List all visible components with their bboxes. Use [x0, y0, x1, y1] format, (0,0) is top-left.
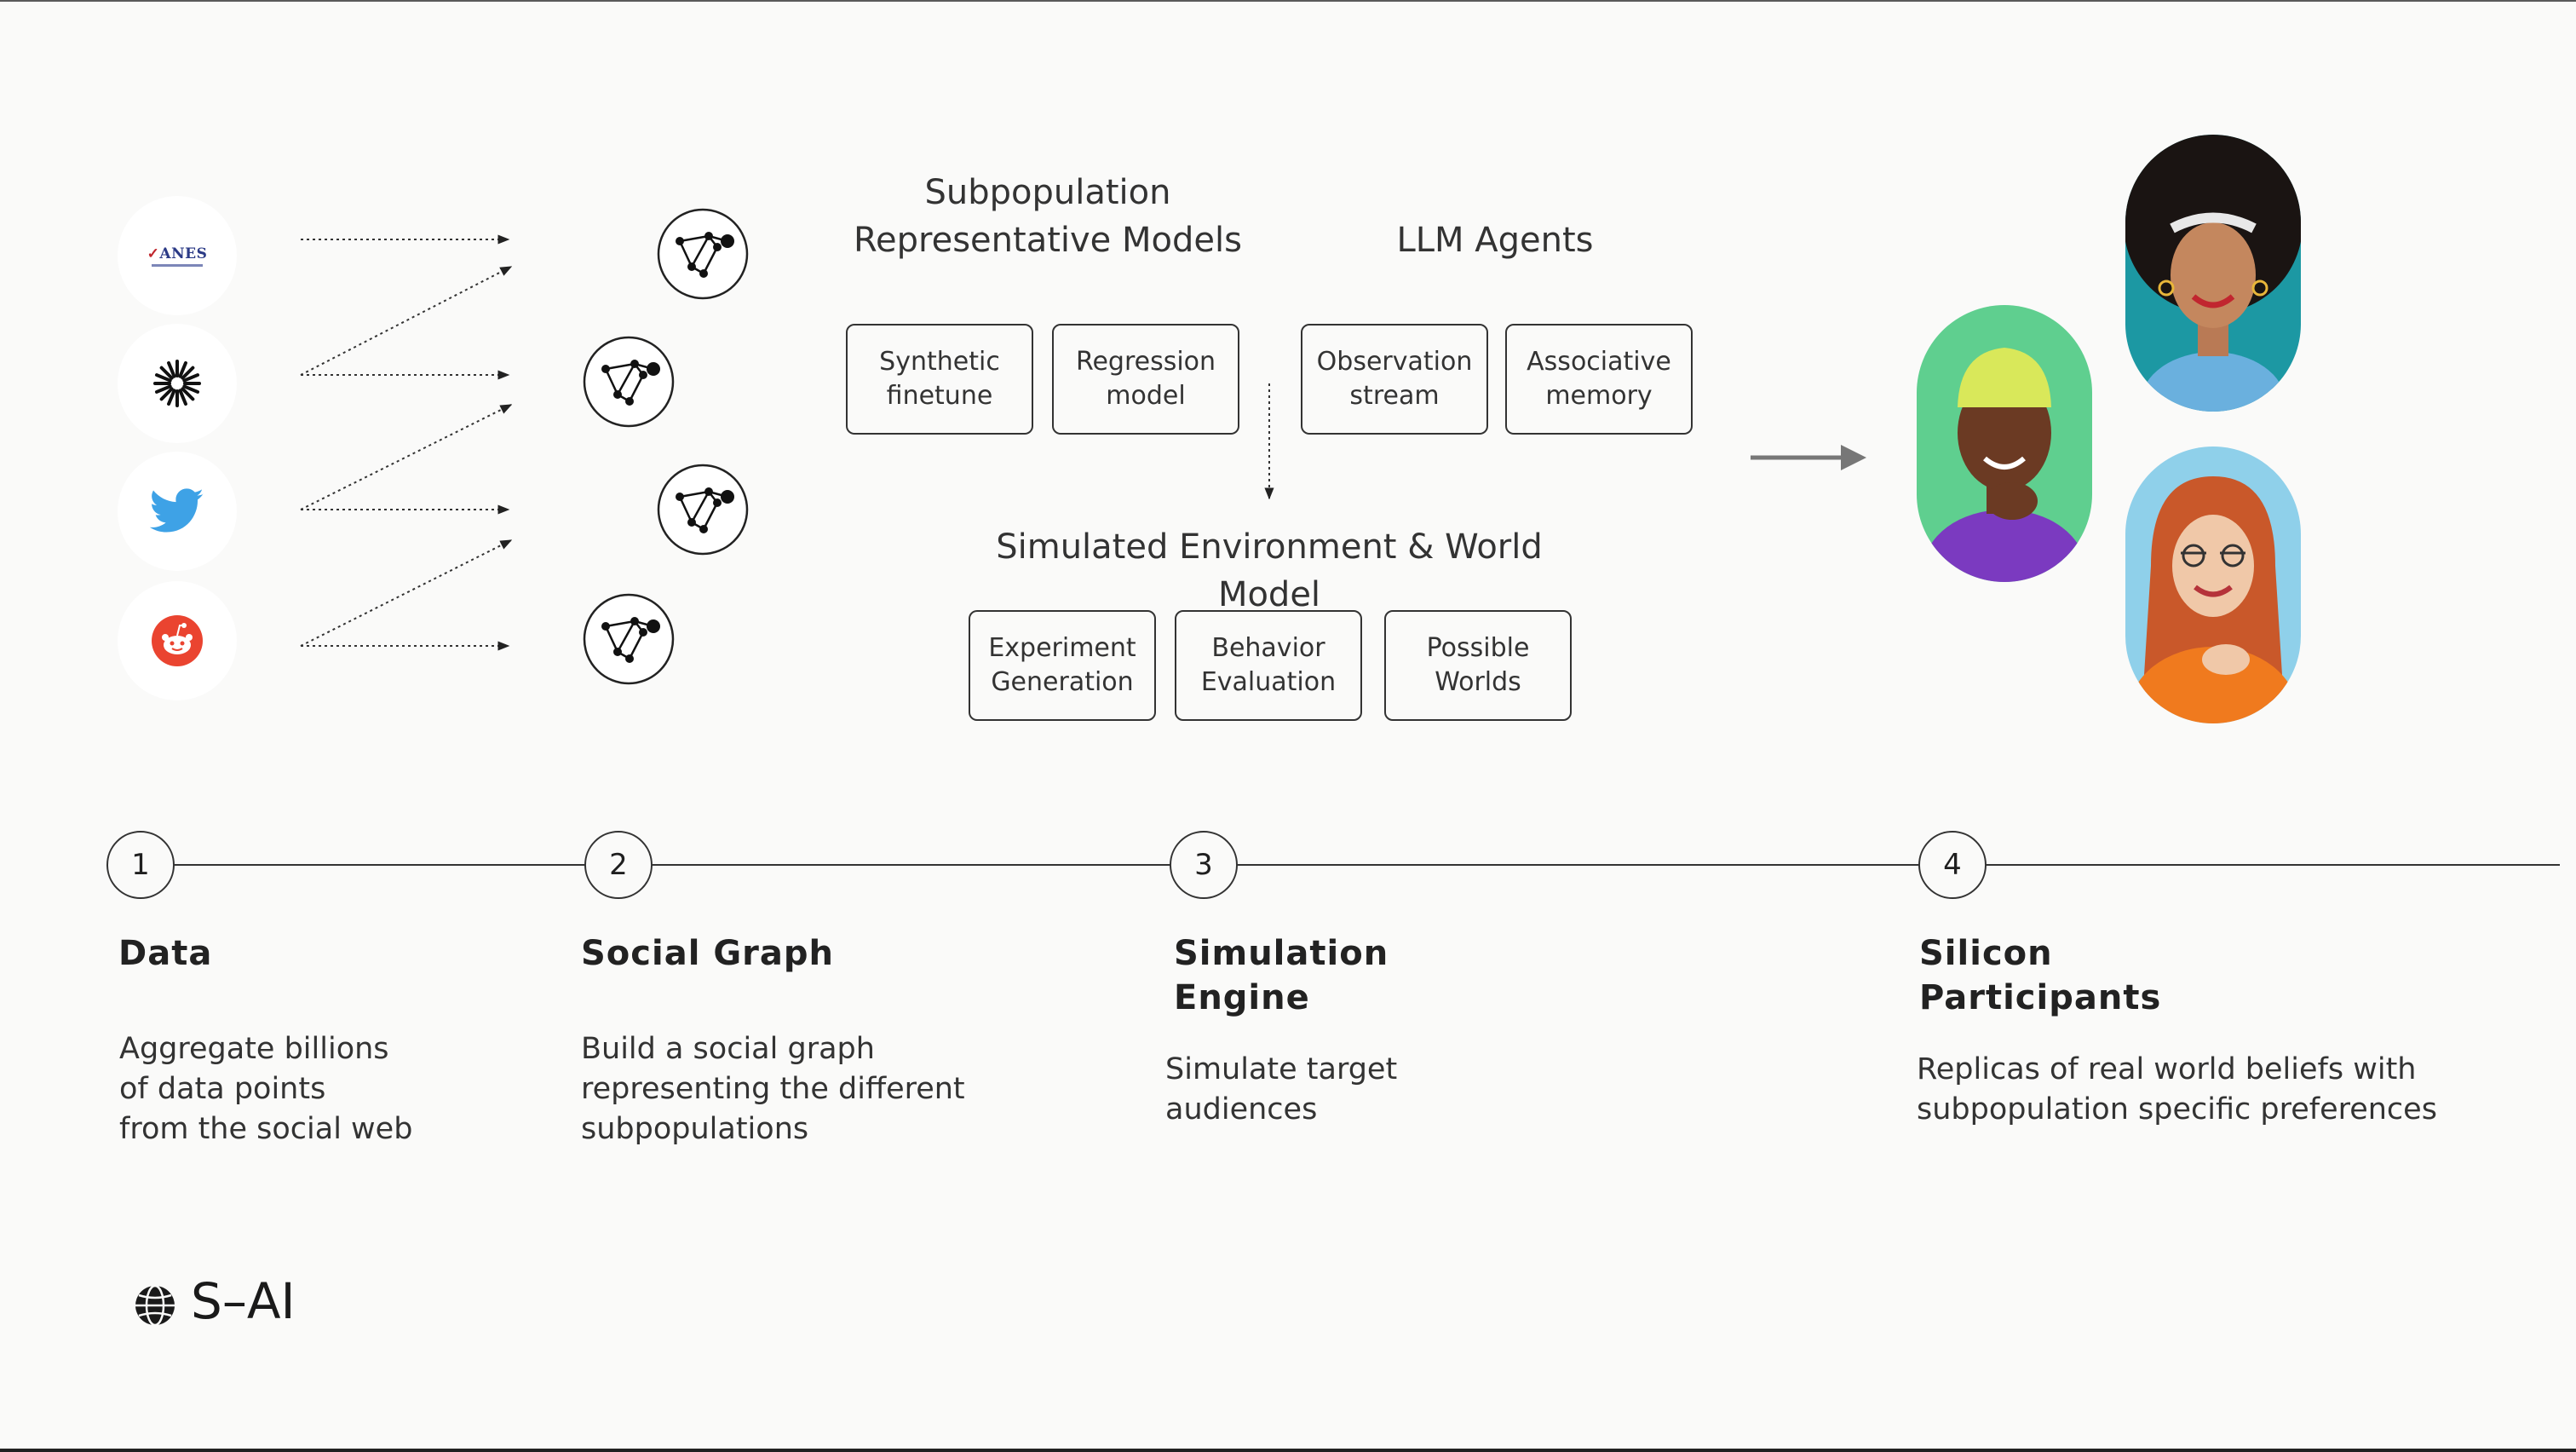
sunburst-icon — [118, 324, 237, 443]
globe-logo-icon — [133, 1283, 177, 1331]
step-3-description: Simulate target audiences — [1165, 1052, 1398, 1126]
step-2-title: Social Graph — [581, 934, 834, 973]
social-graph-node-1 — [656, 207, 750, 304]
anes-label: ANES — [159, 245, 208, 262]
anes-logo-icon: ✓ANES — [118, 196, 237, 315]
step-1-title: Data — [118, 934, 213, 973]
arrow-3-diag — [300, 539, 513, 647]
possible-worlds-box: Possible Worlds — [1384, 610, 1572, 721]
portrait-man-green — [1917, 305, 2092, 582]
experiment-generation-box: Experiment Generation — [969, 610, 1156, 721]
twitter-bird-icon — [118, 452, 237, 571]
regression-model-box: Regression model — [1052, 324, 1239, 435]
step-1-description: Aggregate billions of data points from t… — [119, 1032, 413, 1146]
arrow-2-diag — [300, 404, 513, 510]
bottom-border — [0, 1449, 2576, 1452]
step-3-title: Simulation Engine — [1174, 934, 1389, 1017]
step-2-marker: 2 — [584, 831, 653, 899]
social-graph-node-3 — [656, 463, 750, 560]
synthetic-finetune-box: Synthetic finetune — [846, 324, 1033, 435]
top-border — [0, 0, 2576, 2]
social-graph-node-4 — [582, 592, 676, 689]
portrait-woman-teal — [2125, 135, 2301, 412]
llm-agents-heading: LLM Agents — [1396, 221, 1594, 260]
simulated-environment-heading: Simulated Environment & World Model — [996, 527, 1543, 614]
subpopulation-models-heading: Subpopulation Representative Models — [854, 173, 1242, 260]
social-graph-node-2 — [582, 335, 676, 432]
behavior-evaluation-box: Behavior Evaluation — [1175, 610, 1362, 721]
source-to-graph-arrows — [300, 234, 1274, 651]
step-4-title: Silicon Participants — [1919, 934, 2162, 1017]
observation-stream-box: Observation stream — [1301, 324, 1488, 435]
arrow-1-diag — [300, 266, 513, 376]
portrait-woman-blue — [2125, 447, 2301, 723]
brand-logo-text: S–AI — [191, 1272, 296, 1330]
step-4-marker: 4 — [1918, 831, 1987, 899]
reddit-icon — [118, 581, 237, 700]
step-1-marker: 1 — [106, 831, 175, 899]
step-3-marker: 3 — [1170, 831, 1238, 899]
step-4-description: Replicas of real world beliefs with subp… — [1917, 1052, 2437, 1126]
associative-memory-box: Associative memory — [1505, 324, 1693, 435]
step-2-description: Build a social graph representing the di… — [581, 1032, 965, 1146]
